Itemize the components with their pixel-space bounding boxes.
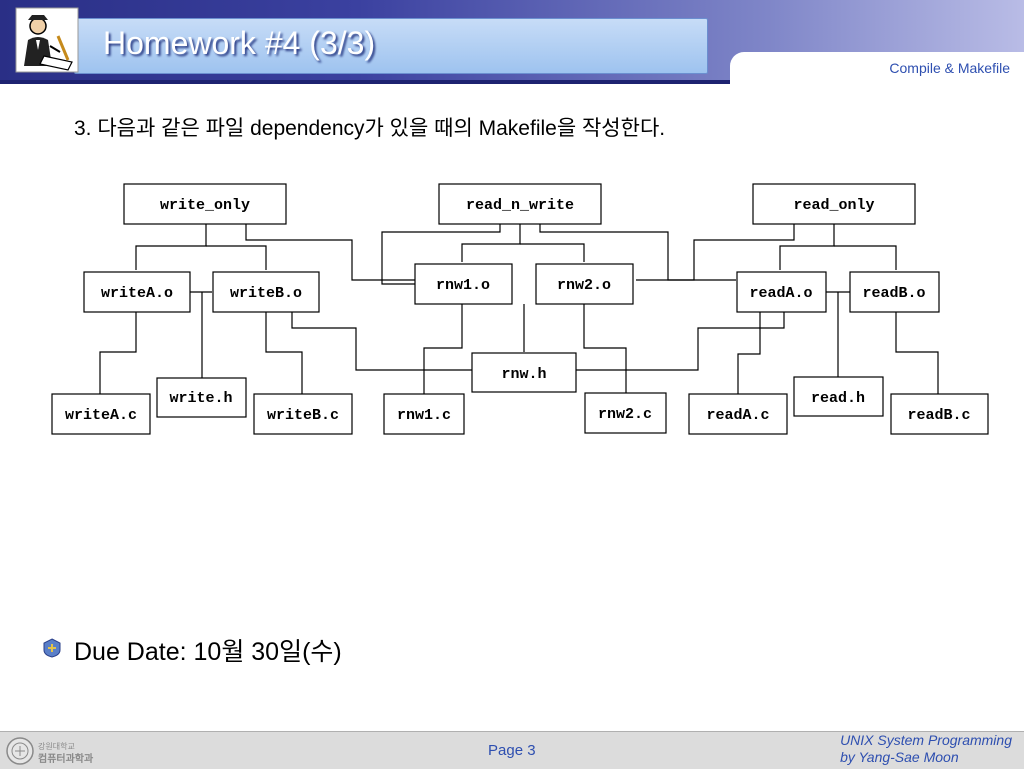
course-author: by Yang-Sae Moon (840, 749, 959, 765)
node-label-read-n-write: read_n_write (466, 197, 574, 214)
subtitle: Compile & Makefile (889, 60, 1010, 76)
node-read-only: read_only (752, 183, 916, 225)
bullet-icon (42, 638, 62, 663)
node-rnw2-c: rnw2.c (584, 392, 667, 434)
node-readb-c: readB.c (890, 393, 989, 435)
node-writea-o: writeA.o (83, 271, 191, 313)
node-label-writeb-c: writeB.c (267, 407, 339, 424)
node-label-rnw-h: rnw.h (501, 366, 546, 383)
node-read-n-write: read_n_write (438, 183, 602, 225)
node-rnw1-o: rnw1.o (414, 263, 513, 305)
node-label-reada-c: readA.c (706, 407, 769, 424)
course-title: UNIX System Programming (840, 732, 1012, 748)
course-info: UNIX System Programming by Yang-Sae Moon (840, 732, 1012, 766)
node-read-h: read.h (793, 376, 884, 417)
page-title: Homework #4 (3/3) (103, 25, 376, 61)
university-logo: 강원대학교 컴퓨터과학과 (4, 735, 104, 772)
problem-statement: 3. 다음과 같은 파일 dependency가 있을 때의 Makefile을… (74, 117, 666, 140)
node-label-rnw1-o: rnw1.o (436, 277, 490, 294)
node-write-h: write.h (156, 377, 247, 418)
node-rnw1-c: rnw1.c (383, 393, 465, 435)
node-label-writeb-o: writeB.o (230, 285, 302, 302)
node-label-write-h: write.h (169, 390, 232, 407)
node-writeb-c: writeB.c (253, 393, 353, 435)
node-writeb-o: writeB.o (212, 271, 320, 313)
node-write-only: write_only (123, 183, 287, 225)
connector-lines (99, 224, 939, 394)
node-reada-c: readA.c (688, 393, 788, 435)
node-label-writea-o: writeA.o (101, 285, 173, 302)
node-label-read-h: read.h (811, 390, 865, 407)
node-label-reada-o: readA.o (749, 285, 812, 302)
node-writea-c: writeA.c (51, 393, 151, 435)
logo-text-line1: 강원대학교 (38, 741, 75, 751)
node-rnw2-o: rnw2.o (535, 263, 634, 305)
subtitle-tab: Compile & Makefile (730, 52, 1024, 88)
node-label-readb-c: readB.c (907, 407, 970, 424)
node-label-rnw2-o: rnw2.o (557, 277, 611, 294)
node-label-rnw1-c: rnw1.c (397, 407, 451, 424)
node-reada-o: readA.o (736, 271, 827, 313)
due-date: Due Date: 10월 30일(수) (74, 638, 342, 666)
professor-clipart-icon (14, 6, 80, 74)
logo-text-line2: 컴퓨터과학과 (38, 752, 94, 765)
node-label-writea-c: writeA.c (65, 407, 137, 424)
node-readb-o: readB.o (849, 271, 940, 313)
node-label-write-only: write_only (160, 197, 250, 214)
title-box: Homework #4 (3/3) (74, 18, 708, 74)
node-label-read-only: read_only (793, 197, 874, 214)
node-rnw-h: rnw.h (471, 352, 577, 393)
node-label-rnw2-c: rnw2.c (598, 406, 652, 423)
page-number: Page 3 (488, 742, 536, 759)
node-label-readb-o: readB.o (862, 285, 925, 302)
footer-bar (0, 731, 1024, 769)
